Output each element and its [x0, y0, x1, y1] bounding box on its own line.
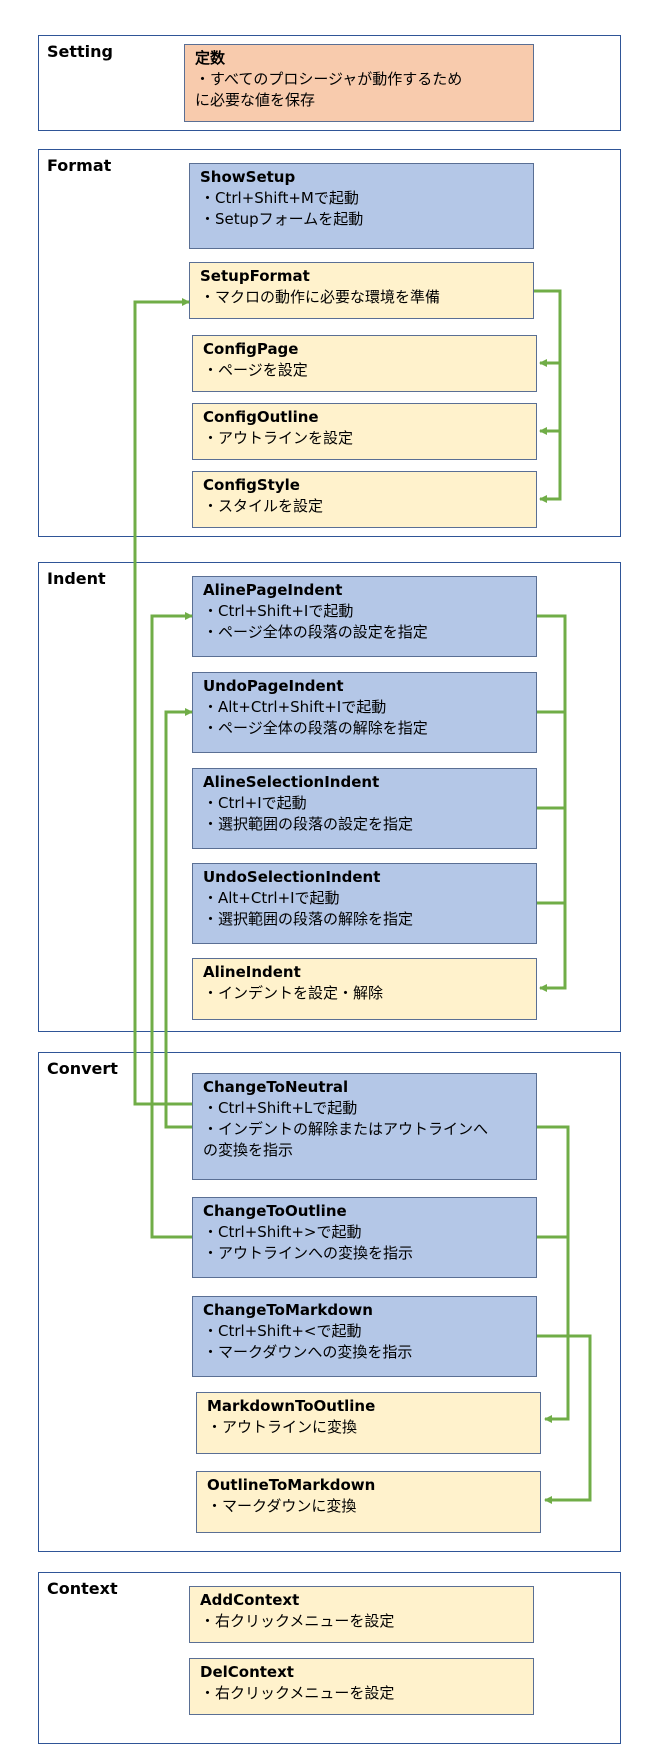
- box-title: AddContext: [200, 1591, 300, 1609]
- box-title: ShowSetup: [200, 168, 296, 186]
- box-outlinetomarkdown: OutlineToMarkdown ・マークダウンに変換: [196, 1471, 541, 1533]
- box-title: AlineIndent: [203, 963, 301, 981]
- box-title: ChangeToOutline: [203, 1202, 347, 1220]
- section-title: Convert: [47, 1059, 118, 1078]
- box-title: ConfigPage: [203, 340, 299, 358]
- box-title: SetupFormat: [200, 267, 310, 285]
- box-line: ・Setupフォームを起動: [200, 210, 364, 228]
- box-line: ・アウトラインへの変換を指示: [203, 1244, 414, 1262]
- box-line: ・インデントを設定・解除: [203, 984, 384, 1002]
- box-constants: 定数 ・すべてのプロシージャが動作するため に必要な値を保存: [184, 44, 534, 122]
- box-title: MarkdownToOutline: [207, 1397, 376, 1415]
- box-title: ConfigOutline: [203, 408, 319, 426]
- box-title: DelContext: [200, 1663, 294, 1681]
- box-title: ChangeToMarkdown: [203, 1301, 373, 1319]
- box-line: ・マークダウンへの変換を指示: [203, 1343, 413, 1361]
- box-line: ・インデントの解除またはアウトラインへ: [203, 1120, 489, 1138]
- box-line: ・Ctrl+Iで起動: [203, 794, 307, 812]
- box-changetooutline: ChangeToOutline ・Ctrl+Shift+>で起動 ・アウトライン…: [192, 1197, 537, 1278]
- box-markdowntooutline: MarkdownToOutline ・アウトラインに変換: [196, 1392, 541, 1454]
- box-title: OutlineToMarkdown: [207, 1476, 376, 1494]
- box-line: ・Ctrl+Shift+<で起動: [203, 1322, 362, 1340]
- box-title: UndoSelectionIndent: [203, 868, 381, 886]
- box-line: ・Alt+Ctrl+Shift+Iで起動: [203, 698, 387, 716]
- box-changetomarkdown: ChangeToMarkdown ・Ctrl+Shift+<で起動 ・マークダウ…: [192, 1296, 537, 1377]
- section-title: Setting: [47, 42, 113, 61]
- box-line: ・Ctrl+Shift+Lで起動: [203, 1099, 358, 1117]
- box-line: ・ページ全体の段落の設定を指定: [203, 623, 428, 641]
- box-line: ・すべてのプロシージャが動作するため: [195, 70, 463, 88]
- box-title: ConfigStyle: [203, 476, 300, 494]
- box-line: の変換を指示: [203, 1141, 294, 1159]
- box-line: ・スタイルを設定: [203, 497, 324, 515]
- box-delcontext: DelContext ・右クリックメニューを設定: [189, 1658, 534, 1715]
- box-title: ChangeToNeutral: [203, 1078, 349, 1096]
- box-title: UndoPageIndent: [203, 677, 344, 695]
- box-line: ・選択範囲の段落の解除を指定: [203, 910, 414, 928]
- box-title: AlinePageIndent: [203, 581, 343, 599]
- box-line: に必要な値を保存: [195, 91, 316, 109]
- box-alinepageindent: AlinePageIndent ・Ctrl+Shift+Iで起動 ・ページ全体の…: [192, 576, 537, 657]
- box-changetoneutral: ChangeToNeutral ・Ctrl+Shift+Lで起動 ・インデントの…: [192, 1073, 537, 1180]
- box-showsetup: ShowSetup ・Ctrl+Shift+Mで起動 ・Setupフォームを起動: [189, 163, 534, 249]
- box-alineselectionindent: AlineSelectionIndent ・Ctrl+Iで起動 ・選択範囲の段落…: [192, 768, 537, 849]
- section-title: Context: [47, 1579, 118, 1598]
- box-line: ・アウトラインを設定: [203, 429, 354, 447]
- box-title: 定数: [195, 49, 226, 67]
- box-setupformat: SetupFormat ・マクロの動作に必要な環境を準備: [189, 262, 534, 319]
- box-undoselectionindent: UndoSelectionIndent ・Alt+Ctrl+Iで起動 ・選択範囲…: [192, 863, 537, 944]
- box-line: ・アウトラインに変換: [207, 1418, 358, 1436]
- box-line: ・ページを設定: [203, 361, 308, 379]
- box-line: ・選択範囲の段落の設定を指定: [203, 815, 414, 833]
- section-title: Format: [47, 156, 112, 175]
- box-line: ・ページ全体の段落の解除を指定: [203, 719, 428, 737]
- box-title: AlineSelectionIndent: [203, 773, 380, 791]
- box-line: ・マークダウンに変換: [207, 1497, 357, 1515]
- box-configstyle: ConfigStyle ・スタイルを設定: [192, 471, 537, 528]
- box-line: ・Ctrl+Shift+Mで起動: [200, 189, 359, 207]
- box-line: ・マクロの動作に必要な環境を準備: [200, 288, 441, 306]
- box-configpage: ConfigPage ・ページを設定: [192, 335, 537, 392]
- box-line: ・右クリックメニューを設定: [200, 1684, 395, 1702]
- box-line: ・右クリックメニューを設定: [200, 1612, 395, 1630]
- box-configoutline: ConfigOutline ・アウトラインを設定: [192, 403, 537, 460]
- box-line: ・Alt+Ctrl+Iで起動: [203, 889, 340, 907]
- box-addcontext: AddContext ・右クリックメニューを設定: [189, 1586, 534, 1643]
- box-line: ・Ctrl+Shift+>で起動: [203, 1223, 362, 1241]
- section-title: Indent: [47, 569, 106, 588]
- box-line: ・Ctrl+Shift+Iで起動: [203, 602, 354, 620]
- box-alineindent: AlineIndent ・インデントを設定・解除: [192, 958, 537, 1020]
- box-undopageindent: UndoPageIndent ・Alt+Ctrl+Shift+Iで起動 ・ページ…: [192, 672, 537, 753]
